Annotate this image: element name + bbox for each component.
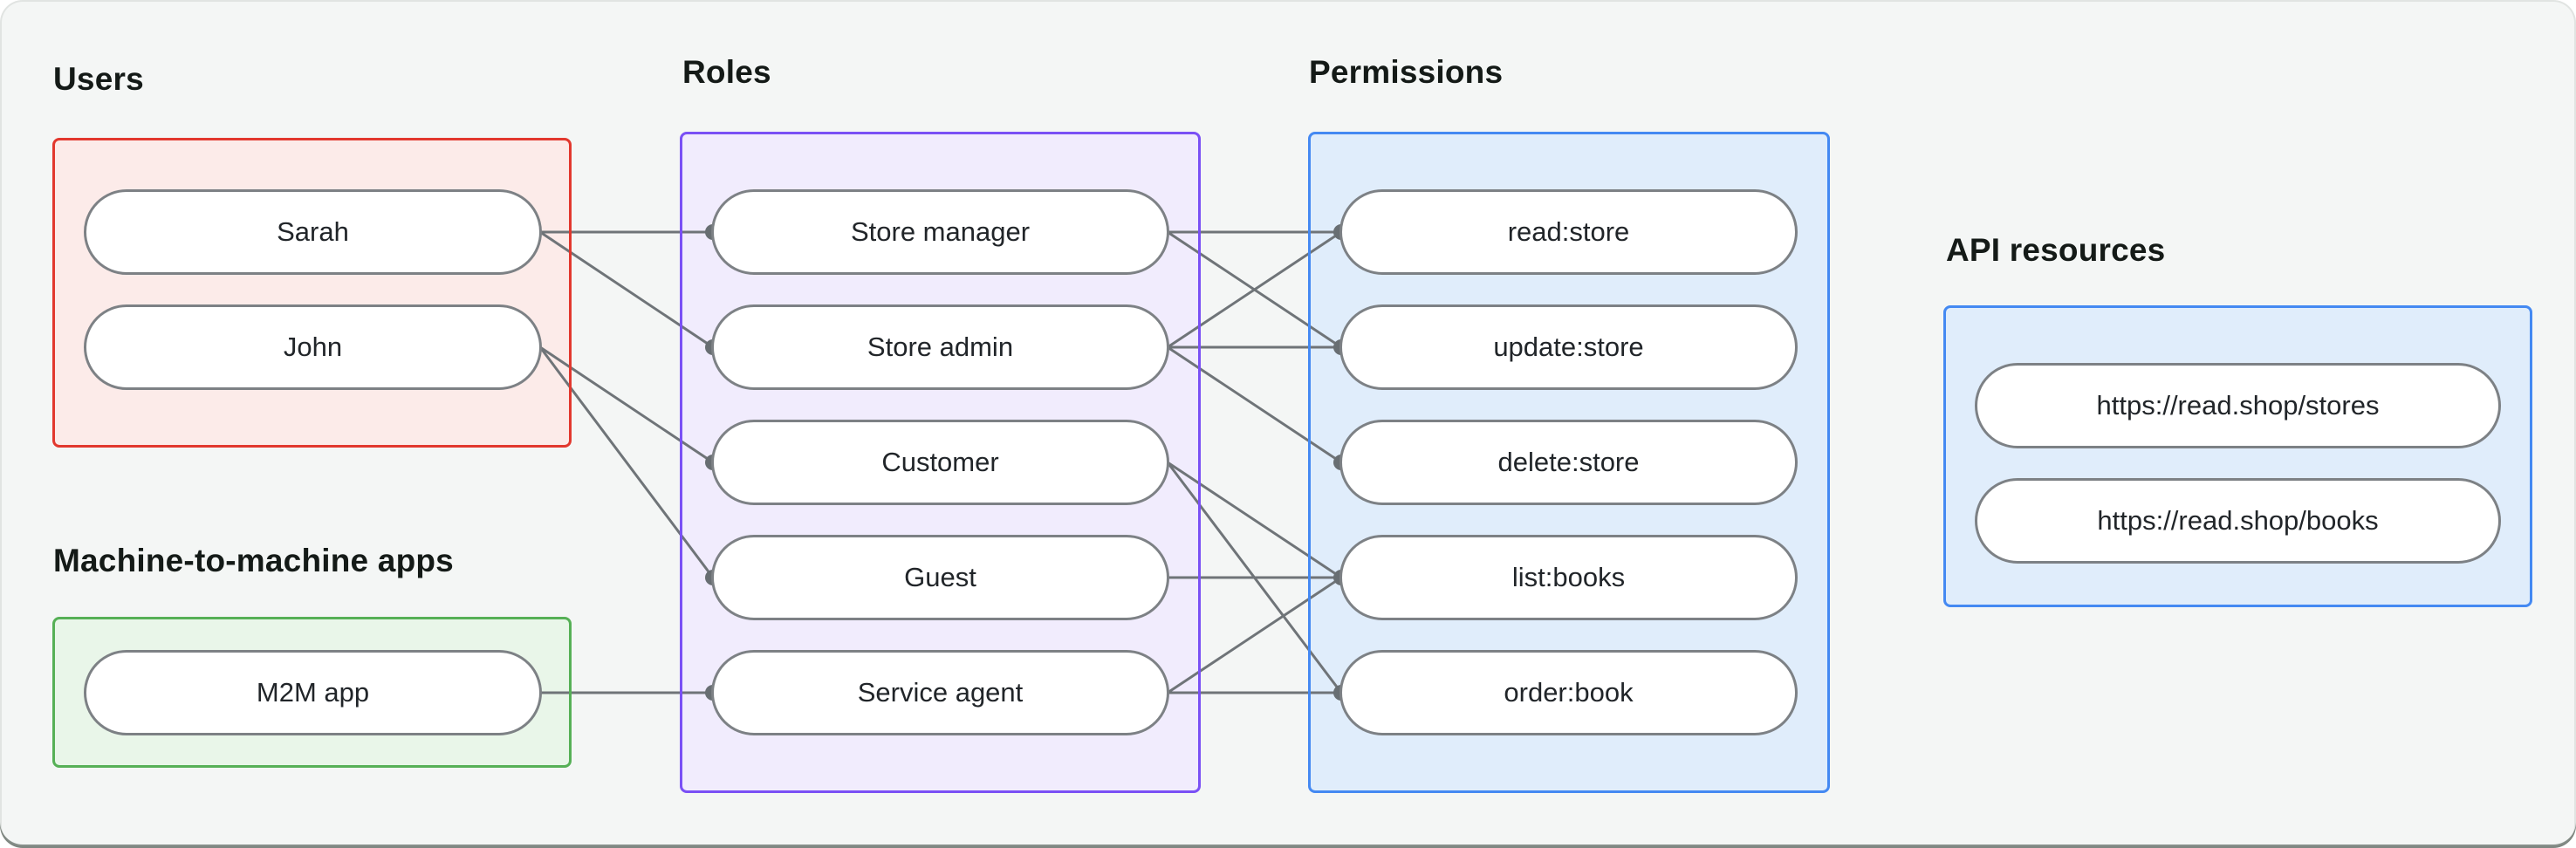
node-role-store-admin: Store admin [711,304,1169,390]
permissions-group-label: Permissions [1309,54,1504,90]
roles-group-label: Roles [682,54,771,90]
m2m-group-label: Machine-to-machine apps [53,543,454,578]
node-permission-list-books: list:books [1339,535,1798,620]
node-role-customer: Customer [711,420,1169,505]
node-permission-delete-store: delete:store [1339,420,1798,505]
api-resources-group-label: API resources [1946,232,2166,268]
node-permission-read-store: read:store [1339,189,1798,275]
node-role-service-agent: Service agent [711,650,1169,735]
api-resources-group-box [1943,305,2532,607]
users-group-box [52,138,572,448]
node-api-resource-books: https://read.shop/books [1975,478,2501,564]
users-group-label: Users [53,61,144,97]
node-role-store-manager: Store manager [711,189,1169,275]
node-m2m-app: M2M app [84,650,542,735]
node-role-guest: Guest [711,535,1169,620]
node-user-sarah: Sarah [84,189,542,275]
node-permission-order-book: order:book [1339,650,1798,735]
node-api-resource-stores: https://read.shop/stores [1975,363,2501,448]
node-permission-update-store: update:store [1339,304,1798,390]
node-user-john: John [84,304,542,390]
